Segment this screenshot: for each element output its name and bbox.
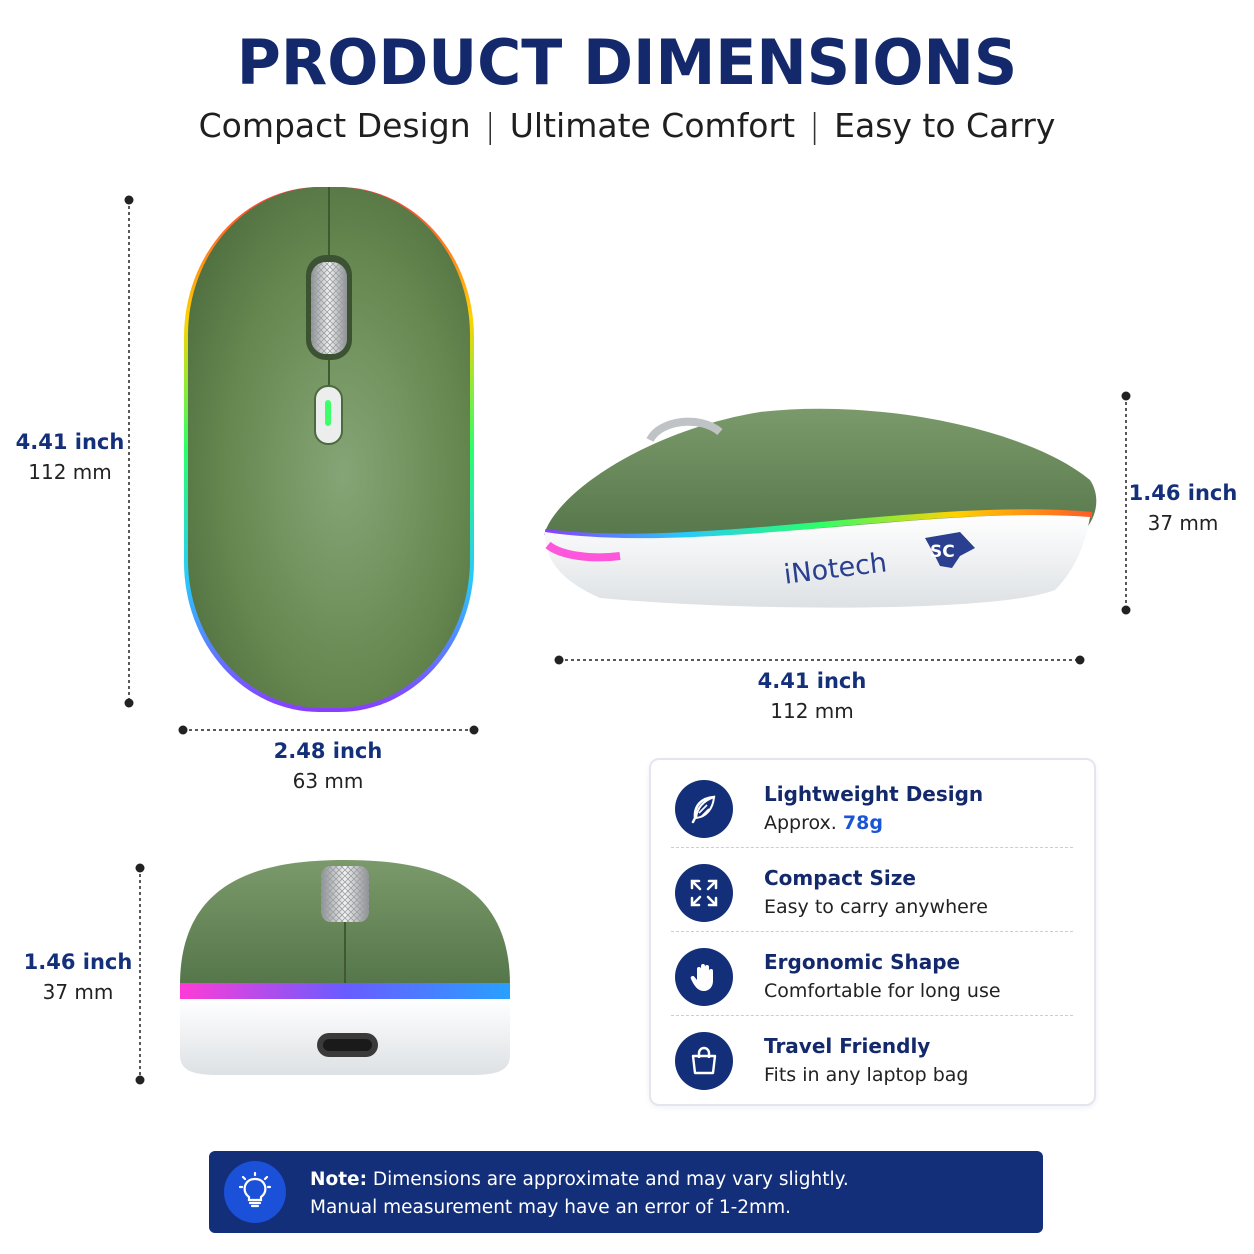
divider [671, 931, 1073, 932]
front-height-inch: 1.46 inch [23, 950, 133, 974]
front-height-label: 1.46 inch 37 mm [18, 950, 138, 1004]
feather-icon [675, 780, 733, 838]
feature-title: Lightweight Design [764, 782, 984, 806]
top-length-inch: 4.41 inch [15, 430, 125, 454]
tagline-compact: Compact Design [198, 106, 471, 145]
lightbulb-icon [224, 1161, 286, 1223]
top-width-inch: 2.48 inch [273, 739, 383, 763]
tagline-carry: Easy to Carry [834, 106, 1056, 145]
feature-title: Ergonomic Shape [764, 950, 961, 974]
front-height-mm: 37 mm [42, 980, 114, 1004]
side-length-mm: 112 mm [770, 699, 854, 723]
note-label: Note: [310, 1169, 367, 1190]
brand-logo-badge: SC [930, 542, 955, 562]
feature-weight-value: 78g [842, 812, 883, 834]
side-height-inch: 1.46 inch [1128, 481, 1238, 505]
dimension-lines [128, 200, 1127, 1080]
tagline-comfort: Ultimate Comfort [509, 106, 796, 145]
feature-desc: Fits in any laptop bag [764, 1064, 969, 1086]
feature-ergonomic: Ergonomic Shape Comfortable for long use [651, 930, 1094, 1014]
mouse-front-view [180, 860, 510, 1075]
feature-lightweight: Lightweight Design Approx. 78g [651, 762, 1094, 846]
feature-title: Travel Friendly [764, 1034, 931, 1058]
expand-arrows-icon [675, 864, 733, 922]
note-line-2: Manual measurement may have an error of … [310, 1197, 791, 1218]
feature-compact: Compact Size Easy to carry anywhere [651, 846, 1094, 930]
top-width-label: 2.48 inch 63 mm [258, 739, 398, 793]
top-length-mm: 112 mm [28, 460, 112, 484]
feature-desc: Comfortable for long use [764, 980, 1001, 1002]
tagline-separator: | [809, 106, 821, 145]
mouse-top-view [184, 187, 474, 712]
feature-desc: Easy to carry anywhere [764, 896, 988, 918]
divider [671, 847, 1073, 848]
note-banner: Note: Dimensions are approximate and may… [209, 1151, 1043, 1233]
bag-icon [675, 1032, 733, 1090]
top-width-mm: 63 mm [292, 769, 364, 793]
tagline: Compact Design | Ultimate Comfort | Easy to … [0, 106, 1254, 145]
features-card: Lightweight Design Approx. 78g Compact S… [649, 758, 1096, 1106]
dimension-endpoints [124, 195, 1131, 1085]
tagline-separator: | [484, 106, 496, 145]
note-line-1: Note: Dimensions are approximate and may… [310, 1169, 849, 1190]
feature-desc: Approx. 78g [764, 812, 883, 834]
side-height-mm: 37 mm [1147, 511, 1219, 535]
page-title: PRODUCT DIMENSIONS [236, 26, 1018, 99]
feature-travel: Travel Friendly Fits in any laptop bag [651, 1014, 1094, 1098]
side-length-inch: 4.41 inch [757, 669, 867, 693]
side-height-label: 1.46 inch 37 mm [1124, 481, 1242, 535]
hand-icon [675, 948, 733, 1006]
feature-desc-prefix: Approx. [764, 812, 843, 834]
divider [671, 1015, 1073, 1016]
top-length-label: 4.41 inch 112 mm [10, 430, 130, 484]
feature-title: Compact Size [764, 866, 916, 890]
side-length-label: 4.41 inch 112 mm [742, 669, 882, 723]
note-text-1: Dimensions are approximate and may vary … [366, 1169, 849, 1190]
